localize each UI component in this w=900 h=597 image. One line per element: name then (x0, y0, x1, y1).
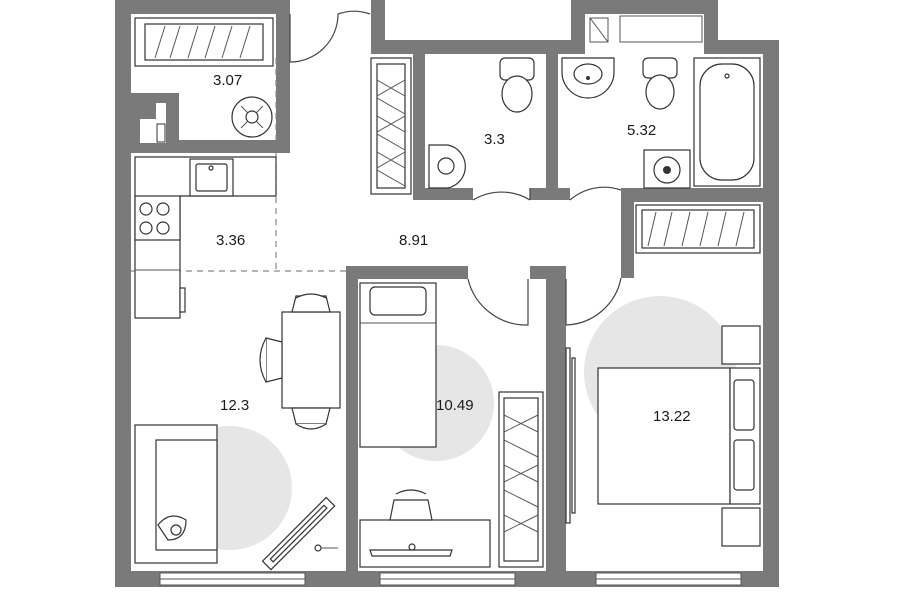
tv-screen (269, 504, 328, 563)
wall-top-far-right (704, 40, 779, 54)
doors (289, 10, 622, 326)
bedroom-large-wardrobe-hangers (647, 211, 745, 247)
living-furniture (134, 293, 341, 571)
kitchen-furniture (134, 156, 277, 319)
desk (359, 519, 491, 568)
windows (159, 15, 742, 586)
nightstand-top (721, 325, 761, 365)
kitchen-sink-tap (208, 165, 214, 171)
wall-top-middle (371, 40, 571, 54)
wc-washbasin-bowl (437, 157, 455, 175)
washing-machine-center (663, 166, 671, 174)
wall-wc-bath (546, 54, 558, 200)
bath-drain (586, 76, 590, 80)
wall-bedrooms-divider (546, 266, 566, 576)
dining-chair-top (291, 295, 331, 313)
kitchen-hob (134, 195, 181, 241)
fridge-handle (179, 287, 186, 313)
wall-bath-bottom-right (621, 188, 763, 202)
wall-bath-bottom-left (558, 188, 570, 200)
door-wc (472, 188, 531, 201)
shaft-pipe (156, 123, 166, 143)
door-bathroom (569, 186, 622, 201)
wall-wc-bottom-left (413, 188, 473, 200)
desk-laptop (369, 549, 453, 557)
cushion-dot (170, 524, 182, 536)
room-area-storage: 3.07 (213, 72, 243, 89)
storage-shelf-inner (144, 23, 264, 61)
wall-wc-left (413, 54, 425, 199)
room-area-wc: 3.3 (484, 131, 505, 148)
wc-fixtures (428, 57, 535, 189)
double-bed (597, 367, 731, 505)
bedroom-large-radiator-inner (571, 357, 576, 514)
bathtub-inner (699, 63, 755, 181)
hall-wardrobe-inner (376, 63, 406, 189)
bedroom-large-radiator (565, 347, 571, 524)
bedroom-small-wardrobe-hangers (503, 414, 539, 533)
wall-bedroom-small-left (346, 266, 358, 576)
desk-chair (389, 499, 433, 521)
room-area-living: 12.3 (220, 397, 250, 414)
bedroom-large-furniture (565, 204, 761, 547)
hall-closet (370, 57, 412, 195)
storage-hangers (154, 25, 251, 59)
wall-bedroom-small-top (346, 266, 468, 279)
wall-storage-bottom (115, 140, 290, 153)
tv-stand (261, 496, 336, 571)
dining-chair-left-back (259, 337, 267, 383)
dining-table (281, 311, 341, 409)
vent-box-cross (589, 17, 609, 43)
double-bed-pillow-1 (733, 379, 755, 431)
wall-bedroom-large-corner (621, 188, 634, 278)
wall-top-left (115, 0, 290, 14)
hob-burner-1 (139, 202, 153, 216)
door-entrance (289, 13, 339, 63)
kitchen-sink-basin (195, 163, 228, 192)
shaft-inner (140, 103, 156, 119)
hall-wardrobe-hangers (376, 79, 406, 187)
nightstand-bottom (721, 507, 761, 547)
toilet-wc (501, 75, 533, 113)
single-bed-pillow (369, 286, 427, 316)
wall-entrance-right (371, 0, 385, 52)
desk-lamp (408, 543, 416, 551)
tv-cable-plug (314, 544, 322, 552)
wall-right (763, 40, 779, 587)
room-area-hall: 8.91 (399, 232, 429, 249)
wall-storage-right (276, 0, 290, 150)
room-area-kitchen: 3.36 (216, 232, 246, 249)
room-area-bedroom-large: 13.22 (653, 408, 691, 425)
door-bedroom-large (565, 277, 622, 326)
dining-chair-left (265, 337, 283, 383)
bedroom-small-furniture (359, 282, 544, 568)
door-entrance-arc-end (337, 10, 371, 15)
hob-burner-4 (156, 221, 170, 235)
hob-burner-3 (139, 221, 153, 235)
bathtub-drain (724, 73, 730, 79)
dining-chair-bottom-back (295, 423, 327, 430)
double-bed-pillow-2 (733, 439, 755, 491)
window-shaft-top (619, 15, 703, 43)
boiler-center (245, 110, 259, 124)
bath-washbasin-bowl (573, 63, 603, 85)
bedroom-large-wardrobe-inner (641, 209, 755, 249)
wall-top-right (571, 0, 718, 14)
room-area-bathroom: 5.32 (627, 122, 657, 139)
hob-burner-2 (156, 202, 170, 216)
walls (115, 0, 779, 587)
wall-left (115, 0, 131, 587)
toilet-bath (645, 74, 675, 110)
dining-chair-bottom (291, 407, 331, 425)
bathroom-fixtures (561, 57, 761, 189)
storage-furniture (134, 17, 274, 138)
dining-chair-top-back (295, 293, 327, 299)
door-bedroom-small (467, 278, 529, 326)
room-area-bedroom-small: 10.49 (436, 397, 474, 414)
desk-chair-back (395, 489, 427, 495)
